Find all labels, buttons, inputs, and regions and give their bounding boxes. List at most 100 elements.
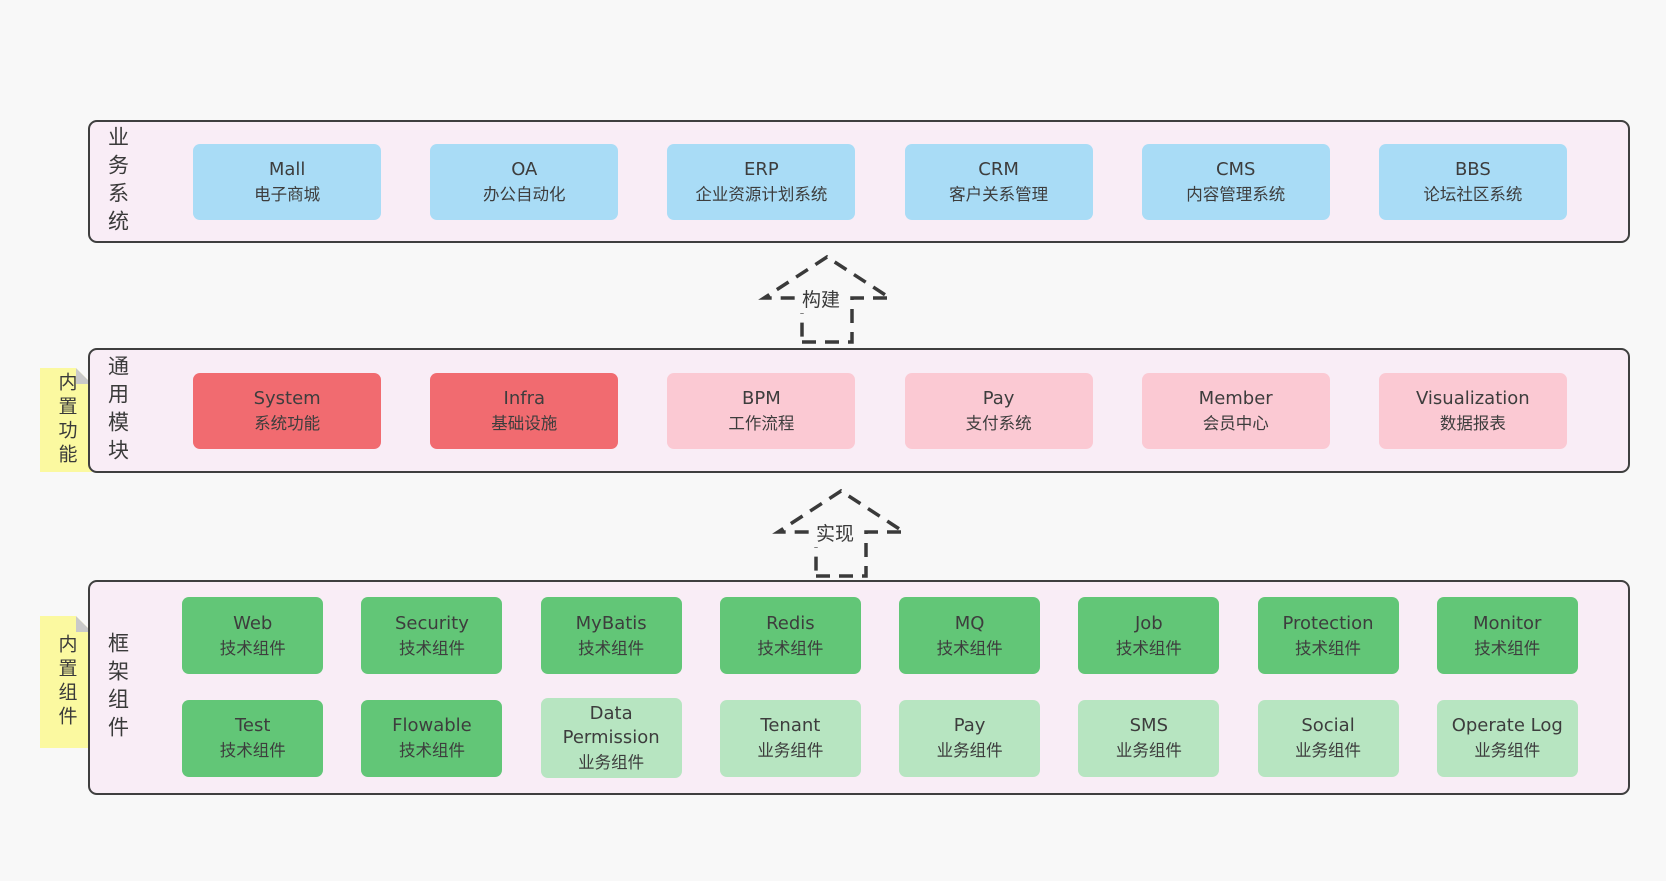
box-subtitle-zh: 技术组件	[398, 741, 465, 761]
sticky-note-text: 内置组件	[55, 634, 78, 730]
band-framework-components: 框架组件 Web 技术组件 Security 技术组件 MyBatis 技术组件 Redis…	[88, 580, 1630, 795]
box-subtitle-zh: 系统功能	[254, 413, 321, 433]
box-title-en: Pay	[982, 387, 1015, 409]
band-label-business-systems: 业务系统	[90, 122, 144, 241]
box-subtitle-zh: 电子商城	[254, 184, 321, 204]
box-title-en: CMS	[1215, 158, 1256, 180]
box-subtitle-zh: 业务组件	[1295, 741, 1362, 761]
box-title-en: Tenant	[760, 715, 821, 737]
arrow-implement: 实现	[766, 486, 916, 578]
box-title-en: Infra	[503, 387, 546, 409]
box-title-en: Monitor	[1473, 612, 1542, 634]
box-subtitle-zh: 会员中心	[1202, 413, 1269, 433]
box-security: Security 技术组件	[361, 597, 503, 675]
box-subtitle-zh: 内容管理系统	[1186, 184, 1286, 204]
box-test: Test 技术组件	[182, 699, 324, 777]
box-title-en: System	[253, 387, 321, 409]
box-subtitle-zh: 业务组件	[1474, 741, 1541, 761]
box-title-en: BPM	[742, 387, 781, 409]
box-title-en: Security	[394, 612, 469, 634]
sticky-note-built-in-components: 内置组件	[40, 616, 92, 748]
box-subtitle-zh: 技术组件	[1295, 639, 1362, 659]
box-pay: Pay 支付系统	[904, 372, 1093, 449]
box-title-en: Flowable	[392, 715, 472, 737]
box-subtitle-zh: 客户关系管理	[949, 184, 1049, 204]
box-infra: Infra 基础设施	[430, 372, 619, 449]
box-subtitle-zh: 业务组件	[936, 741, 1003, 761]
box-monitor: Monitor 技术组件	[1436, 597, 1578, 675]
box-web: Web 技术组件	[182, 597, 324, 675]
box-subtitle-zh: 业务组件	[757, 741, 824, 761]
box-subtitle-zh: 业务组件	[1115, 741, 1182, 761]
band-label-framework-components: 框架组件	[90, 582, 144, 793]
box-oa: OA 办公自动化	[430, 143, 619, 220]
box-title-en: Test	[234, 715, 271, 737]
box-crm: CRM 客户关系管理	[904, 143, 1093, 220]
dashed-up-arrow-icon	[758, 254, 896, 344]
box-operate-log: Operate Log 业务组件	[1436, 699, 1578, 777]
box-title-en: Mall	[268, 158, 306, 180]
box-title-en: OA	[511, 158, 538, 180]
box-flowable: Flowable 技术组件	[361, 699, 503, 777]
box-title-en: Web	[233, 612, 273, 634]
box-tenant: Tenant 业务组件	[719, 699, 861, 777]
box-title-en: BBS	[1454, 158, 1491, 180]
band-label-text: 框架组件	[105, 631, 130, 744]
box-mybatis: MyBatis 技术组件	[540, 597, 682, 675]
box-subtitle-zh: 工作流程	[728, 413, 795, 433]
box-subtitle-zh: 技术组件	[936, 639, 1003, 659]
box-title-en: CRM	[978, 158, 1019, 180]
box-system: System 系统功能	[193, 372, 382, 449]
box-title-en: SMS	[1129, 715, 1168, 737]
box-data-permission: Data Permission 业务组件	[540, 698, 682, 778]
band-label-text: 业务系统	[105, 125, 130, 238]
box-protection: Protection 技术组件	[1257, 597, 1399, 675]
box-member: Member 会员中心	[1141, 372, 1330, 449]
box-mall: Mall 电子商城	[193, 143, 382, 220]
box-job: Job 技术组件	[1078, 597, 1220, 675]
sticky-note-built-in-features: 内置功能	[40, 368, 92, 472]
arrow-label: 构建	[798, 288, 845, 313]
box-title-en: Protection	[1282, 612, 1374, 634]
box-bpm: BPM 工作流程	[667, 372, 856, 449]
box-subtitle-zh: 办公自动化	[483, 184, 566, 204]
box-subtitle-zh: 技术组件	[578, 639, 645, 659]
box-title-en: Operate Log	[1451, 715, 1563, 737]
box-title-en: Redis	[766, 612, 815, 634]
box-subtitle-zh: 基础设施	[491, 413, 558, 433]
sticky-note-text: 内置功能	[55, 372, 78, 468]
box-cms: CMS 内容管理系统	[1141, 143, 1330, 220]
arrow-build: 构建	[752, 252, 902, 344]
box-subtitle-zh: 技术组件	[1474, 639, 1541, 659]
box-subtitle-zh: 企业资源计划系统	[695, 184, 828, 204]
box-subtitle-zh: 业务组件	[578, 753, 645, 773]
dashed-up-arrow-icon	[772, 488, 910, 578]
box-title-en: Data Permission	[562, 703, 660, 748]
box-subtitle-zh: 支付系统	[965, 413, 1032, 433]
box-title-en: MyBatis	[575, 612, 647, 634]
box-subtitle-zh: 技术组件	[219, 639, 286, 659]
box-subtitle-zh: 技术组件	[1115, 639, 1182, 659]
box-subtitle-zh: 技术组件	[219, 741, 286, 761]
arrow-label: 实现	[812, 522, 859, 547]
box-sms: SMS 业务组件	[1078, 699, 1220, 777]
box-subtitle-zh: 技术组件	[398, 639, 465, 659]
box-title-en: Visualization	[1415, 387, 1530, 409]
box-row: System 系统功能 Infra 基础设施 BPM 工作流程 Pay 支付系统 Member 会…	[144, 372, 1616, 449]
box-title-en: Member	[1198, 387, 1273, 409]
box-title-en: Job	[1134, 612, 1163, 634]
